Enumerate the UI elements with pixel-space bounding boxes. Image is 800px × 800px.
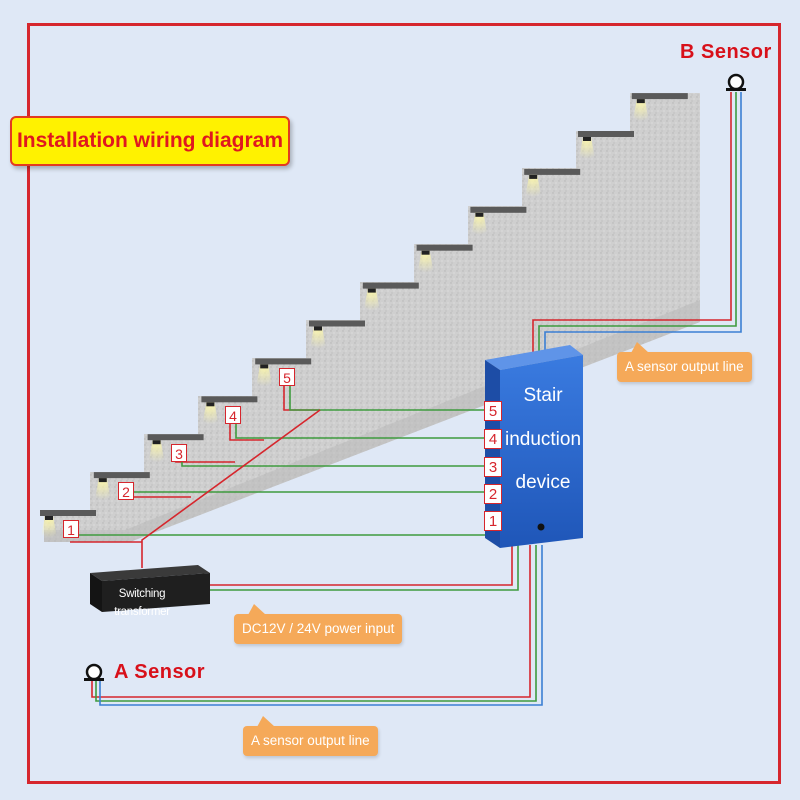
step-light-glow [94,478,111,501]
callout-pointer [248,604,266,615]
red-bus-wire [141,409,321,568]
b-sensor-output-text: A sensor output line [625,359,744,374]
step-tread [362,282,419,289]
step-tread [309,320,365,327]
device-label-line1: Stair [523,385,563,406]
b-sensor-blue-wire [544,92,742,355]
step-marker-2: 2 [118,482,134,500]
step-marker-3: 3 [171,444,187,462]
step-tread [40,510,96,516]
step-light-icon [98,478,107,483]
step-tread [201,396,258,403]
step-tread [470,206,527,213]
step-tread [578,131,634,137]
step-light-icon [206,402,215,407]
step-light-icon [260,364,269,369]
step-light-icon [636,99,645,104]
a-sensor-symbol [84,663,104,681]
a-sensor-red-wire [91,545,531,698]
step-tread [147,434,204,441]
step-marker-1: 1 [63,520,79,538]
b-sensor-output-callout: A sensor output line [617,342,752,382]
device-port-4: 4 [484,429,502,449]
step-light-icon [475,212,484,217]
step-tread [255,358,312,365]
device-port-3: 3 [484,457,502,477]
step-marker-4: 4 [225,406,241,424]
power-input-callout: DC12V / 24V power input [234,604,403,644]
b-sensor-label: B Sensor [680,41,772,63]
transformer-label: Switching transformer [114,588,170,618]
device-label-line3: device [515,472,571,493]
b-sensor-green-wire [538,92,737,355]
step-light-glow [148,440,165,463]
step-light-glow [41,516,57,538]
switching-transformer [90,565,210,612]
a-sensor-green-wire [95,545,537,702]
power-input-text: DC12V / 24V power input [242,621,395,636]
device-port-1: 1 [484,511,502,531]
step-tread [631,93,688,100]
a-sensor-label: A Sensor [114,661,206,683]
step-light-glow [632,99,649,122]
transformer-red-wire [210,545,513,586]
step-light-glow [256,364,273,387]
a-sensor-blue-wire [99,545,543,706]
device-port-2: 2 [484,484,502,504]
step-tread [416,244,473,251]
step-light-icon [367,288,376,293]
step-marker-5: 5 [279,368,295,386]
step-light-icon [583,137,591,141]
step-light-icon [421,250,430,255]
staircase [44,93,700,542]
device-label-line2: induction [504,429,582,450]
transformer-green-wire [210,545,519,591]
step-light-icon [529,174,538,179]
step-light-icon [314,326,322,331]
b-sensor-red-wire [532,92,732,355]
outer-frame [27,23,781,784]
a-sensor-output-callout: A sensor output line [243,716,378,756]
step4-red-wire [229,420,264,441]
callout-pointer [257,716,275,727]
device-port-5: 5 [484,401,502,421]
step-light-glow [363,288,380,311]
step-treads [40,93,688,538]
step-light-glow [417,250,434,273]
step4-green-wire [235,420,485,439]
step5-green-wire [289,382,485,411]
device-indicator [537,523,545,531]
step-light-glow [525,174,542,197]
diagram-title: Installation wiring diagram [10,116,290,166]
wires [70,92,742,706]
step-tread [93,472,150,479]
b-sensor-symbol [726,73,746,91]
step-tread [524,168,581,175]
a-sensor-output-text: A sensor output line [251,733,370,748]
step-light-icon [45,516,53,520]
callout-pointer [631,342,649,353]
step-light-icon [152,440,161,445]
step-light-glow [310,326,326,349]
step-light-glow [579,137,595,159]
step-light-glow [202,402,219,425]
step-light-glow [471,212,488,235]
